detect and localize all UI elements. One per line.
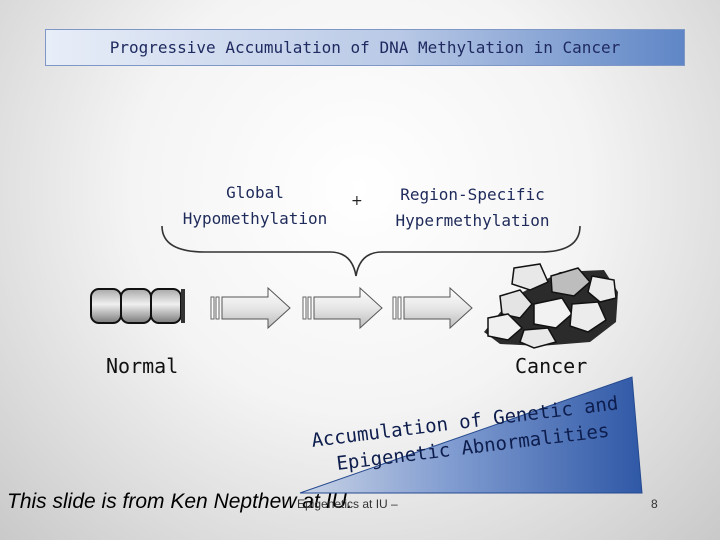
slide-title: Progressive Accumulation of DNA Methylat…	[109, 38, 621, 57]
title-banner: Progressive Accumulation of DNA Methylat…	[45, 29, 685, 66]
hyper-line2: Hypermethylation	[395, 211, 550, 230]
plus-sign: +	[351, 193, 363, 209]
curly-brace	[161, 225, 581, 277]
progression-arrow	[392, 286, 473, 330]
footer-text: Epigenetics at IU –	[297, 497, 398, 511]
progression-arrow	[302, 286, 383, 330]
hyper-line1: Region-Specific	[400, 185, 545, 204]
cancer-cells	[484, 263, 618, 349]
slide-number: 8	[651, 497, 658, 511]
normal-cells	[90, 288, 185, 324]
cancer-label: Cancer	[515, 354, 588, 378]
global-hypomethylation-label: Global Hypomethylation	[165, 180, 345, 232]
credit-text: This slide is from Ken Nepthew at IU.	[7, 490, 353, 513]
progression-arrow	[210, 286, 291, 330]
hypo-line1: Global	[226, 183, 284, 202]
accumulation-wedge	[299, 376, 643, 494]
region-specific-hypermethylation-label: Region-Specific Hypermethylation	[380, 182, 565, 234]
hypo-line2: Hypomethylation	[182, 209, 328, 228]
normal-label: Normal	[106, 354, 179, 378]
